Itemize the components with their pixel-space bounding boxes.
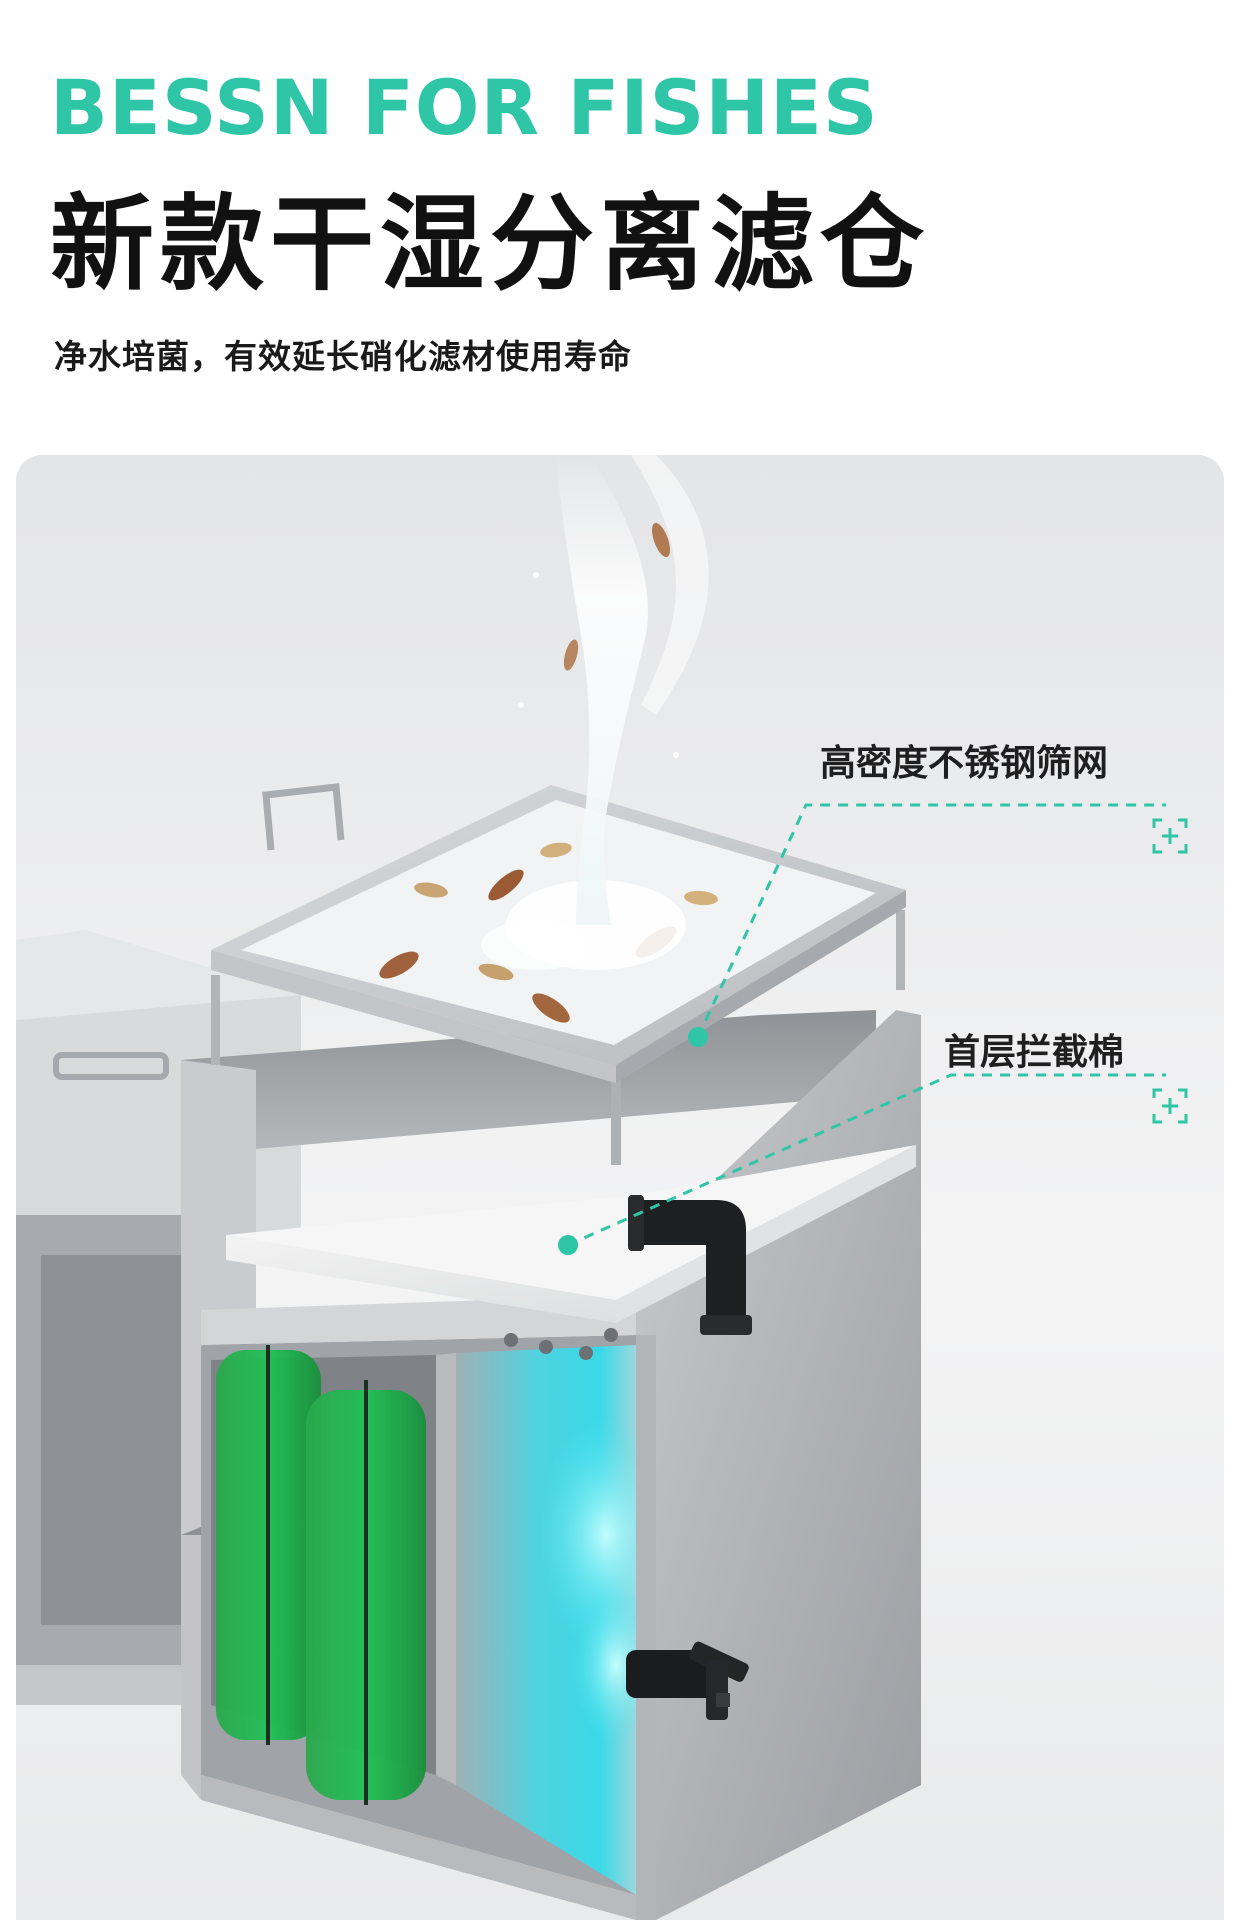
focus-plus-icon <box>1152 818 1188 854</box>
water-stream <box>518 455 709 925</box>
focus-plus-icon <box>1152 1088 1188 1124</box>
brand-title: BESSN FOR FISHES <box>50 63 879 152</box>
bio-brush-filters <box>216 1345 426 1805</box>
callout-label-mesh: 高密度不锈钢筛网 <box>820 743 1109 784</box>
filter-cotton-pad <box>226 1145 916 1323</box>
page-subtitle: 净水培菌，有效延长硝化滤材使用寿命 <box>54 337 632 376</box>
callout-mesh-pointer <box>688 803 1188 1047</box>
outlet-elbow-pipe <box>628 1195 752 1335</box>
drain-ball-valve <box>626 1641 749 1720</box>
callout-cotton-pointer <box>558 1073 1188 1255</box>
page-title: 新款干湿分离滤仓 <box>50 183 931 305</box>
stainless-mesh-tray <box>211 783 906 1165</box>
callout-label-cotton: 首层拦截棉 <box>944 1032 1125 1073</box>
product-illustration <box>16 455 1224 1920</box>
